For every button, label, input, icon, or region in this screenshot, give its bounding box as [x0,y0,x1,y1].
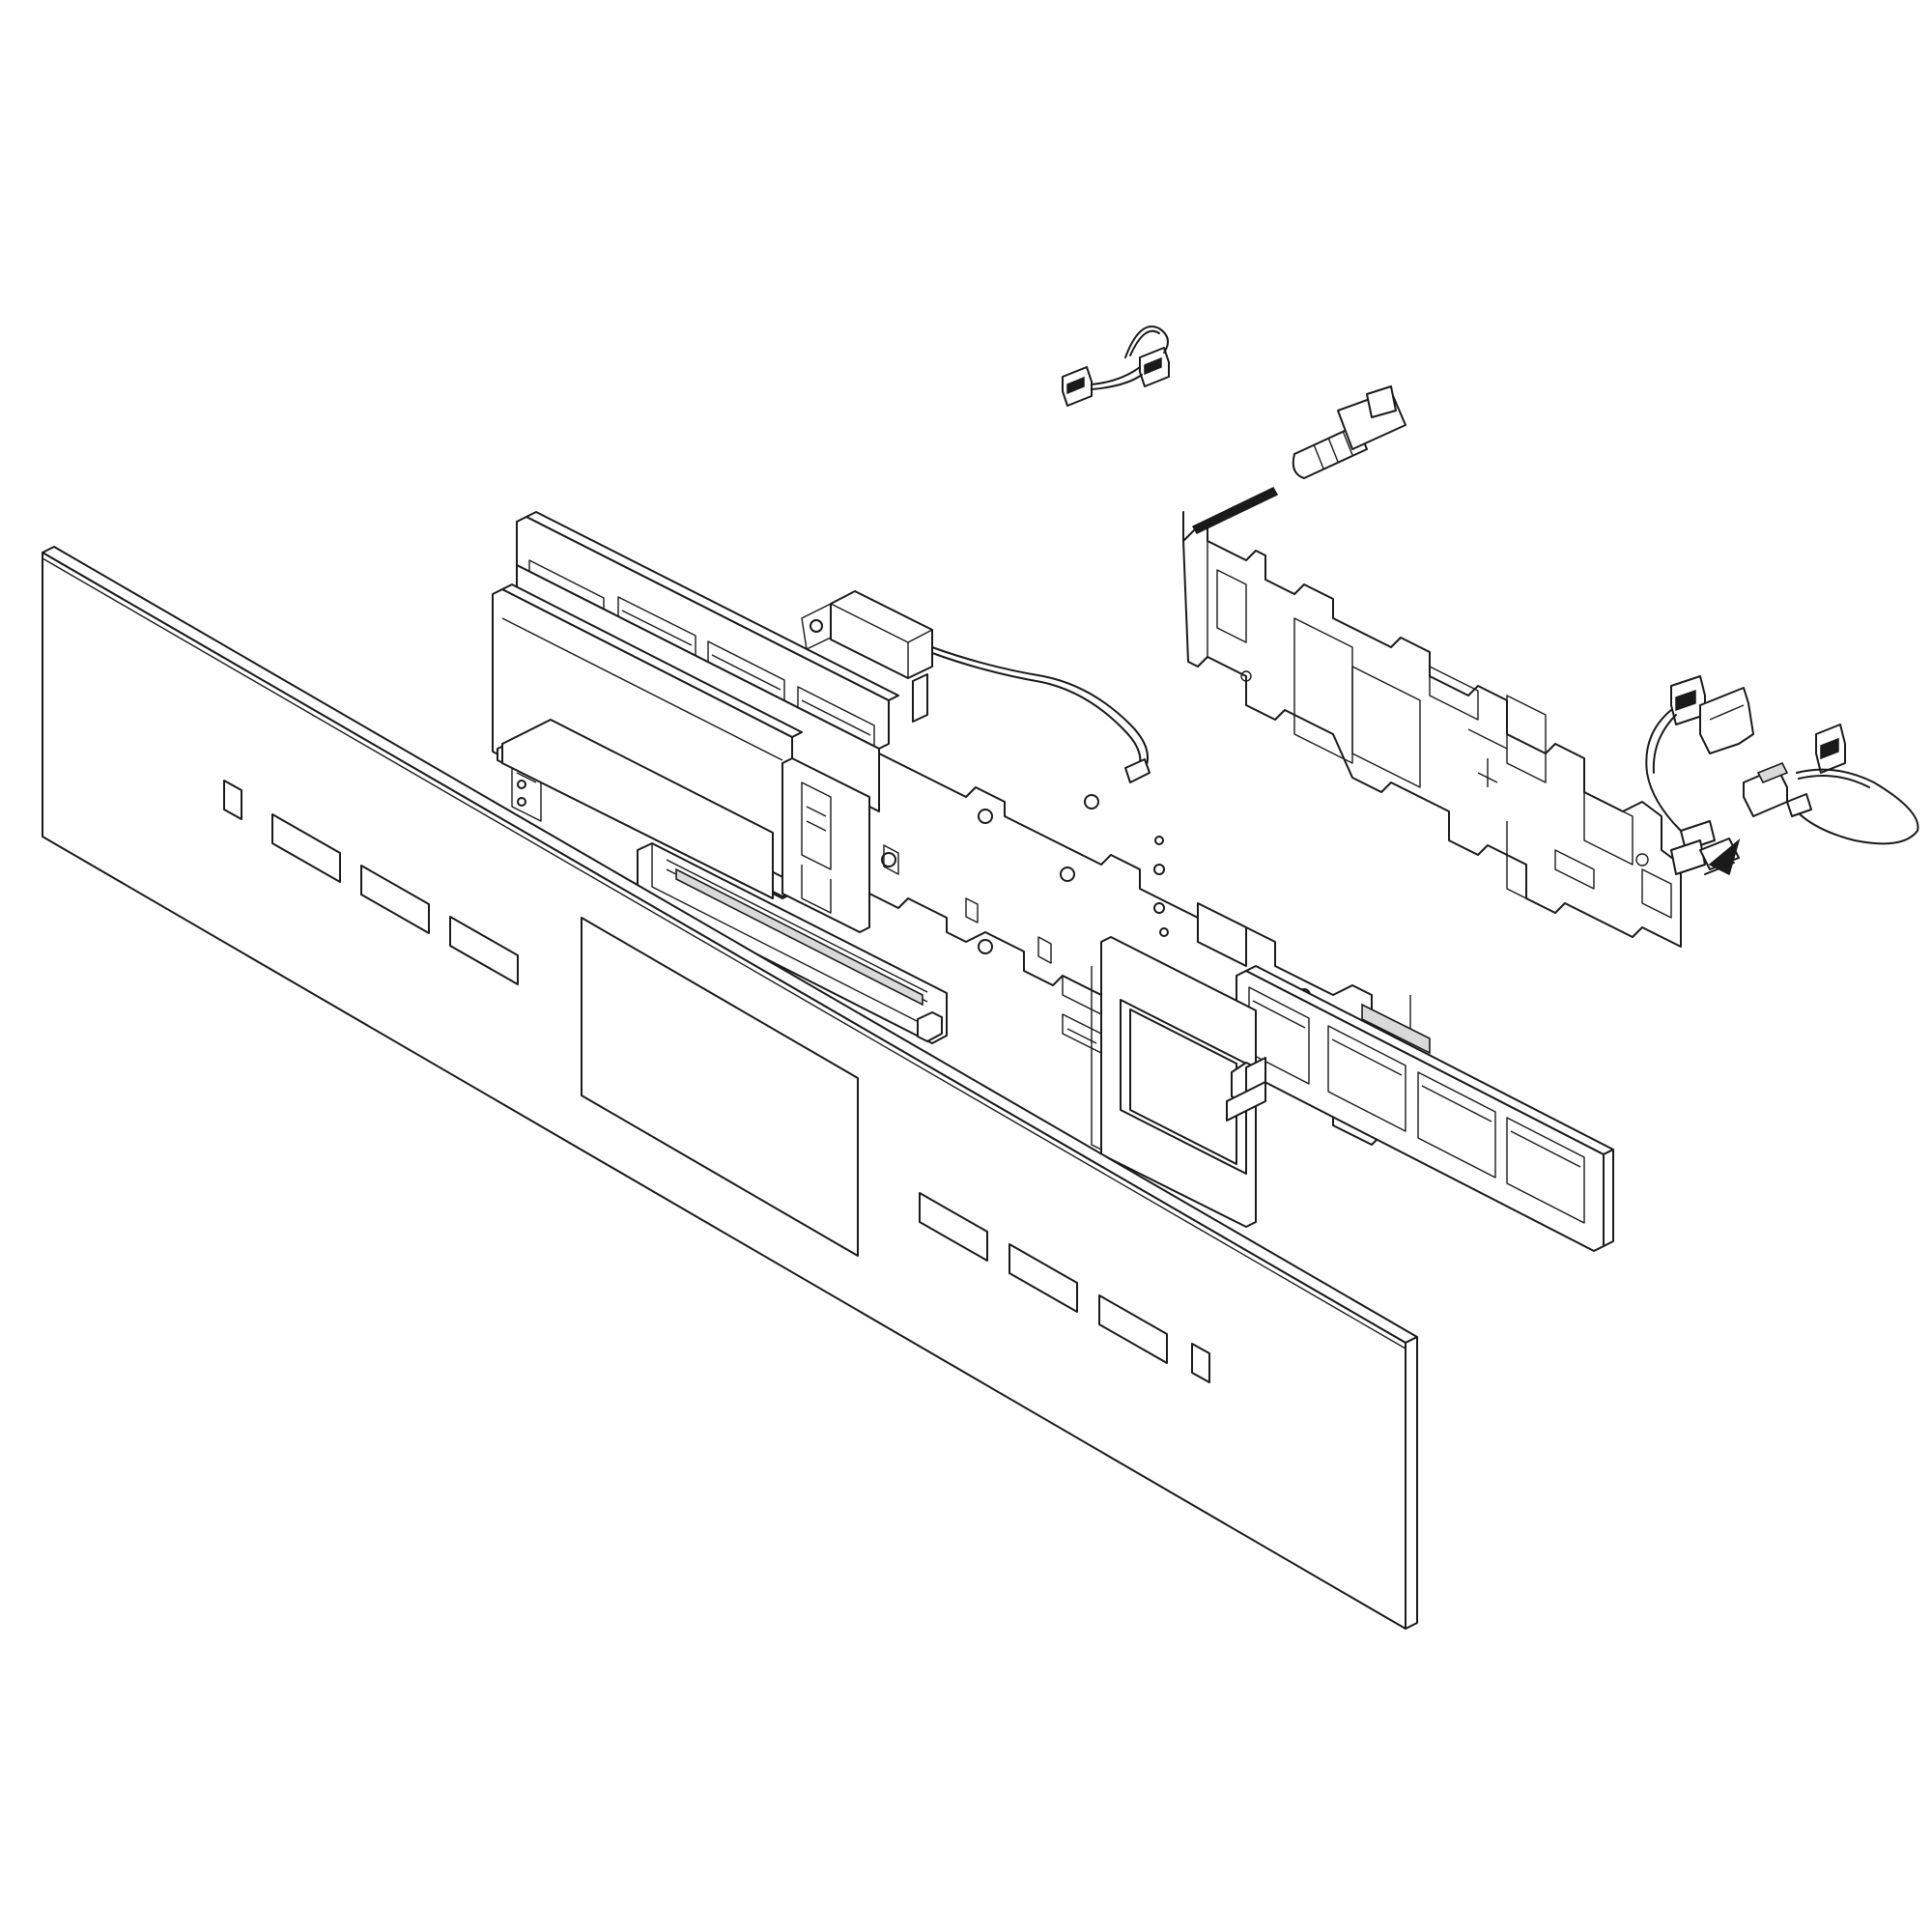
sensor-connector [1699,838,1741,876]
wire-harness-right [1645,675,1919,875]
key-window-7 [1098,1294,1168,1364]
key-window-1 [223,780,242,820]
board-bracket [1182,526,1682,948]
wire-harness-upper [1062,326,1170,407]
key-window-2 [271,813,341,883]
display-window-frame [492,583,1266,1228]
key-window-8 [1191,1343,1210,1383]
mounting-screw [1292,385,1406,479]
guide-rod [1182,487,1279,542]
key-window-5 [919,1192,988,1262]
key-window-3 [360,865,430,934]
key-window-4 [449,916,519,985]
front-glass-panel [42,546,1418,1630]
key-window-6 [1009,1243,1078,1313]
display-window [581,917,859,1257]
board-relay [801,590,1151,783]
